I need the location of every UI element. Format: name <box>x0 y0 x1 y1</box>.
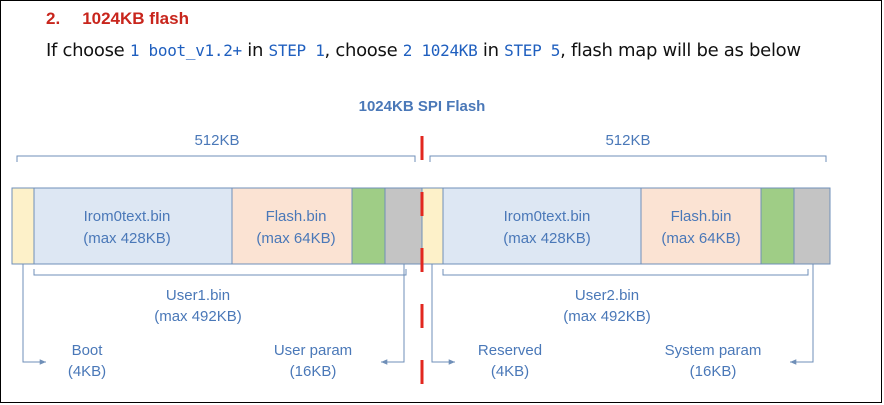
flash-right-size: (max 64KB) <box>661 230 740 247</box>
left-half-label: 512KB <box>194 132 239 149</box>
system-param-label: System param <box>665 342 762 359</box>
intro-text-4: in <box>477 40 505 61</box>
intro-text-5: , flash map will be as below <box>560 40 801 61</box>
boot-label: Boot <box>72 342 104 359</box>
user-param-segment <box>384 187 423 265</box>
reserved-arrow <box>431 264 455 365</box>
reserved-size: (4KB) <box>491 363 529 380</box>
system-param-size: (16KB) <box>690 363 737 380</box>
reserved-label: Reserved <box>478 342 542 359</box>
right-half-label: 512KB <box>605 132 650 149</box>
user2-name: User2.bin <box>575 287 639 304</box>
section-heading: 2. 1024KB flash <box>46 9 189 29</box>
diagram-title: 1024KB SPI Flash <box>359 98 486 115</box>
intro-text-1: If choose <box>46 40 130 61</box>
flash-left-size: (max 64KB) <box>256 230 335 247</box>
user-param-size: (16KB) <box>290 363 337 380</box>
irom-right-size: (max 428KB) <box>503 230 591 247</box>
section-title: 1024KB flash <box>82 9 189 28</box>
intro-sentence: If choose 1 boot_v1.2+ in STEP 1, choose… <box>46 40 801 61</box>
intro-code-boot: 1 boot_v1.2+ <box>129 41 242 60</box>
user1-brace <box>33 269 407 276</box>
flash-right-segment <box>640 187 762 265</box>
intro-code-size: 2 1024KB <box>402 41 478 60</box>
irom-right-segment <box>442 187 642 265</box>
right-half-brace <box>429 155 827 162</box>
boot-segment <box>11 187 35 265</box>
irom-left-segment <box>33 187 233 265</box>
section-number: 2. <box>46 9 61 28</box>
green-left-segment <box>351 187 386 265</box>
boot-size: (4KB) <box>68 363 106 380</box>
flash-left-name: Flash.bin <box>266 208 327 225</box>
flash-left-segment <box>231 187 353 265</box>
boot-arrow <box>22 264 46 365</box>
intro-code-step1: STEP 1 <box>268 41 325 60</box>
user-param-label: User param <box>274 342 352 359</box>
intro-text-3: , choose <box>324 40 403 61</box>
left-half-brace <box>16 155 416 162</box>
green-right-segment <box>760 187 795 265</box>
reserved-segment <box>421 187 444 265</box>
user1-name: User1.bin <box>166 287 230 304</box>
user2-size: (max 492KB) <box>563 308 651 325</box>
system-param-segment <box>793 187 831 265</box>
irom-left-size: (max 428KB) <box>83 230 171 247</box>
flash-right-name: Flash.bin <box>671 208 732 225</box>
irom-right-name: Irom0text.bin <box>504 208 591 225</box>
intro-text-2: in <box>241 40 269 61</box>
intro-code-step5: STEP 5 <box>504 41 561 60</box>
irom-left-name: Irom0text.bin <box>84 208 171 225</box>
user2-brace <box>442 269 809 276</box>
user1-size: (max 492KB) <box>154 308 242 325</box>
user-param-arrow <box>381 264 405 365</box>
system-param-arrow <box>790 264 814 365</box>
